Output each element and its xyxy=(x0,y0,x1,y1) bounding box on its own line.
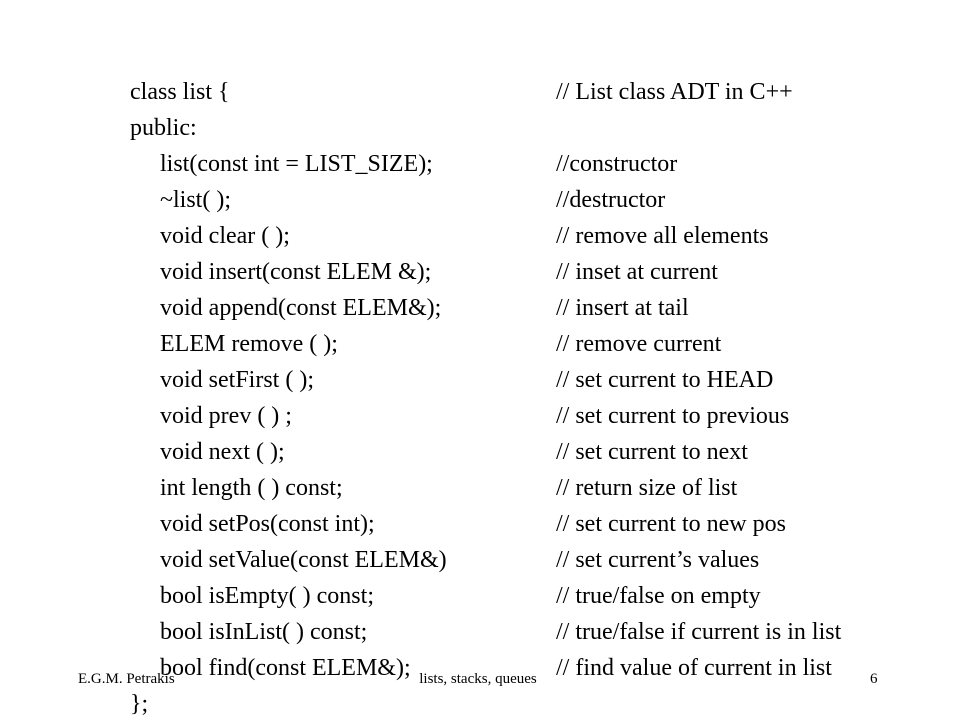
code-text: void insert(const ELEM &); xyxy=(160,259,432,285)
code-text: ELEM remove ( ); xyxy=(160,331,338,357)
code-text: void prev ( ) ; xyxy=(160,403,292,429)
code-line: bool isEmpty( ) const; // true/false on e… xyxy=(0,578,960,614)
code-comment: // set current to next xyxy=(556,439,748,465)
code-comment: // find value of current in list xyxy=(556,655,832,681)
code-comment: // insert at tail xyxy=(556,295,689,321)
footer-page-number: 6 xyxy=(870,671,878,687)
code-comment: // remove current xyxy=(556,331,722,357)
code-line: void append(const ELEM&); // insert at ta… xyxy=(0,290,960,326)
footer-author: E.G.M. Petrakis xyxy=(78,671,175,687)
code-comment: // true/false if current is in list xyxy=(556,619,842,645)
code-comment: // set current to HEAD xyxy=(556,367,774,393)
code-line: class list { // List class ADT in C++ xyxy=(0,74,960,110)
code-text: void setValue(const ELEM&) xyxy=(160,547,447,573)
code-comment: //destructor xyxy=(556,187,666,213)
code-text: void clear ( ); xyxy=(160,223,290,249)
code-line: void setValue(const ELEM&) // set current… xyxy=(0,542,960,578)
code-line: }; xyxy=(0,686,960,722)
code-comment: // inset at current xyxy=(556,259,718,285)
code-text: public: xyxy=(130,115,197,141)
code-line: ELEM remove ( ); // remove current xyxy=(0,326,960,362)
code-text: ~list( ); xyxy=(160,187,231,213)
code-comment: // set current to previous xyxy=(556,403,790,429)
code-text: int length ( ) const; xyxy=(160,475,343,501)
footer-topic: lists, stacks, queues xyxy=(419,671,537,687)
code-text: class list { xyxy=(130,79,230,105)
code-comment: // return size of list xyxy=(556,475,738,501)
code-comment: // set current’s values xyxy=(556,547,760,573)
code-line: void insert(const ELEM &); // inset at cu… xyxy=(0,254,960,290)
code-text: }; xyxy=(130,691,149,717)
code-line: bool find(const ELEM&); // find value of … xyxy=(0,650,960,686)
code-line: int length ( ) const; // return size of l… xyxy=(0,470,960,506)
code-line: bool isInList( ) const; // true/false if … xyxy=(0,614,960,650)
code-line: void next ( ); // set current to next xyxy=(0,434,960,470)
code-text: void setPos(const int); xyxy=(160,511,375,537)
code-line: list(const int = LIST_SIZE); //constructo… xyxy=(0,146,960,182)
code-comment: // true/false on empty xyxy=(556,583,761,609)
code-line: void prev ( ) ; // set current to previou… xyxy=(0,398,960,434)
code-text: void append(const ELEM&); xyxy=(160,295,442,321)
code-comment: //constructor xyxy=(556,151,678,177)
code-text: void next ( ); xyxy=(160,439,285,465)
code-comment: // List class ADT in C++ xyxy=(556,79,793,105)
code-line: public: xyxy=(0,110,960,146)
code-text: bool isInList( ) const; xyxy=(160,619,368,645)
code-line: ~list( ); //destructor xyxy=(0,182,960,218)
code-line: void clear ( ); // remove all elements xyxy=(0,218,960,254)
code-text: void setFirst ( ); xyxy=(160,367,314,393)
code-line: void setFirst ( ); // set current to HEAD xyxy=(0,362,960,398)
code-text: list(const int = LIST_SIZE); xyxy=(160,151,433,177)
code-text: bool isEmpty( ) const; xyxy=(160,583,374,609)
code-text: bool find(const ELEM&); xyxy=(160,655,411,681)
code-comment: // set current to new pos xyxy=(556,511,786,537)
code-comment: // remove all elements xyxy=(556,223,769,249)
code-line: void setPos(const int); // set current to… xyxy=(0,506,960,542)
